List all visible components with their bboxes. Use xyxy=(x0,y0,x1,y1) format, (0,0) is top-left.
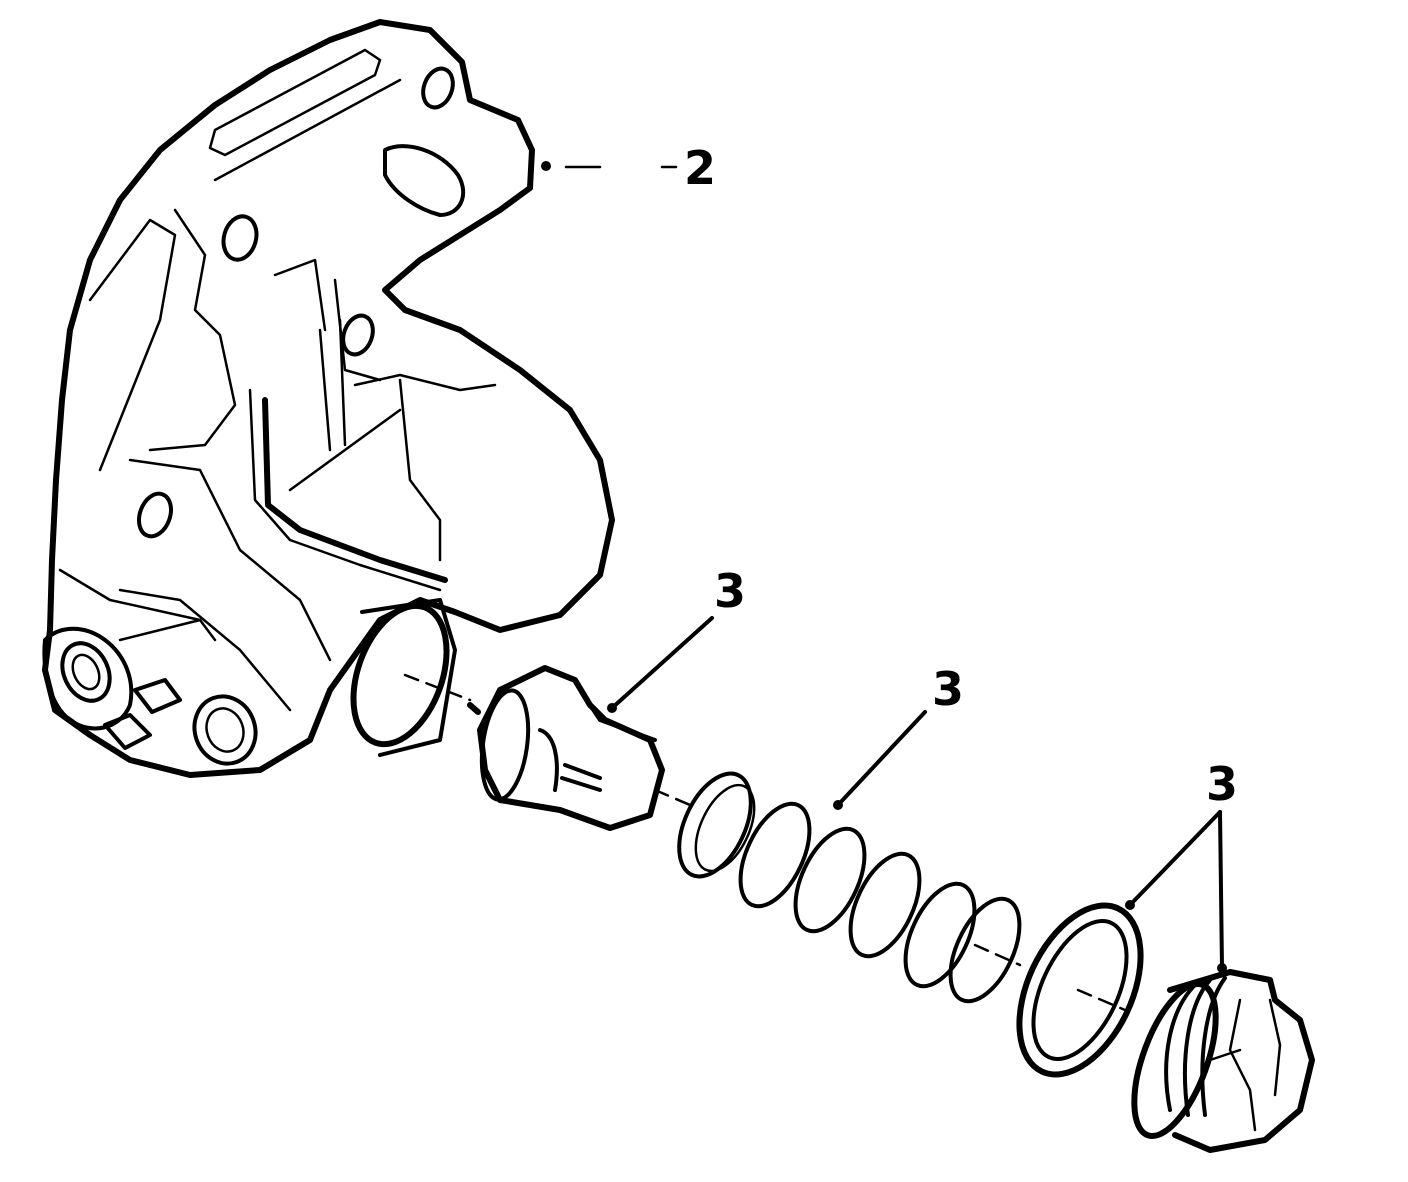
callout-label-3: 3 xyxy=(714,564,746,618)
callout-label-2: 2 xyxy=(684,141,716,195)
callout-label-3: 3 xyxy=(932,662,964,716)
callout-dot xyxy=(541,161,551,171)
plug xyxy=(1131,969,1315,1153)
valve-piston xyxy=(467,665,692,831)
callout-label-3: 3 xyxy=(1206,757,1238,811)
callout-housing: 2 xyxy=(541,141,716,195)
seal-ring xyxy=(1016,902,1144,1078)
callout-spring: 3 xyxy=(833,662,964,810)
spring xyxy=(677,771,1022,1004)
callout-valve-piston: 3 xyxy=(607,564,746,713)
housing xyxy=(42,19,615,778)
callout-seal-and-plug: 3 xyxy=(1125,757,1238,973)
